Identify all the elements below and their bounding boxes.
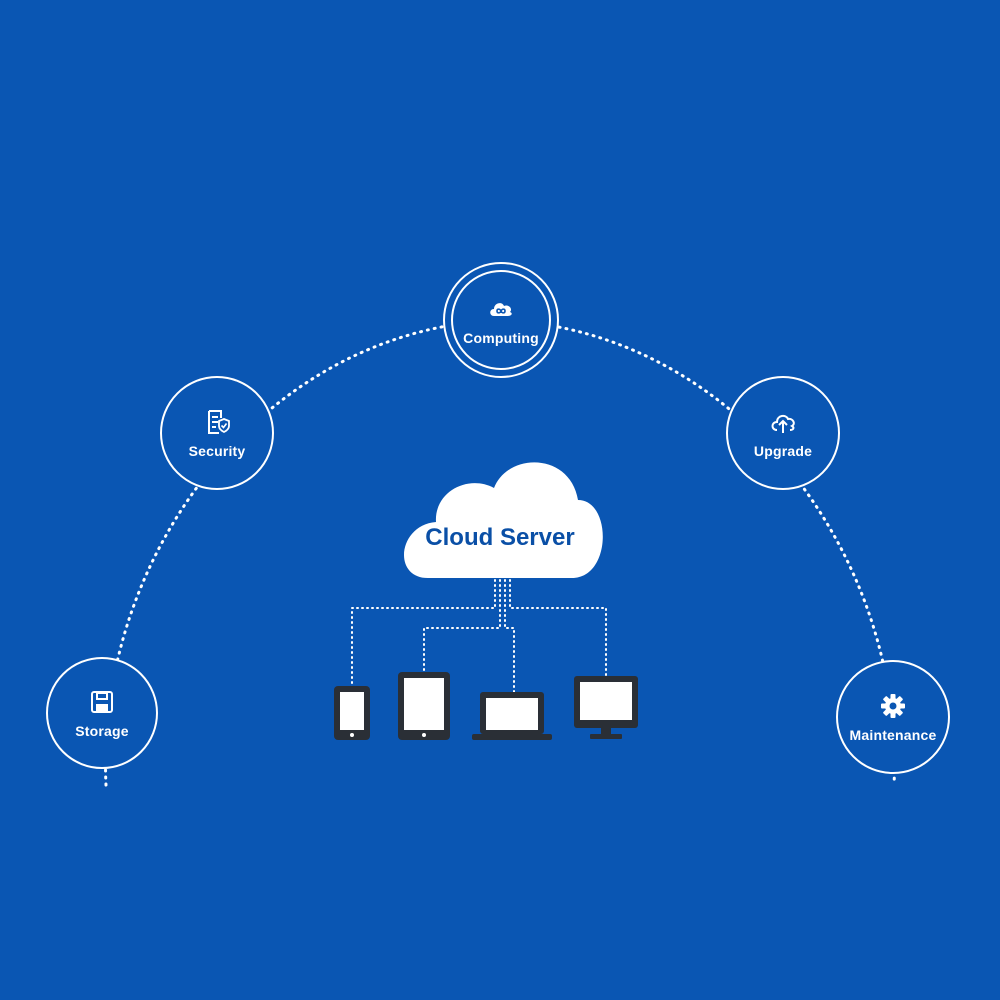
node-label-upgrade: Upgrade — [753, 443, 813, 459]
shield-document-icon — [208, 410, 230, 434]
node-maintenance[interactable]: Maintenance — [836, 660, 950, 774]
monitor-icon — [574, 676, 638, 739]
cloud-server-label: Cloud Server — [425, 524, 575, 551]
cloud-icon — [404, 462, 603, 578]
device-connectors — [351, 579, 607, 693]
floppy-disk-icon — [91, 691, 113, 713]
gear-icon — [881, 694, 905, 718]
node-label-maintenance: Maintenance — [849, 727, 937, 743]
node-label-storage: Storage — [75, 723, 129, 739]
node-storage[interactable]: Storage — [46, 657, 158, 769]
node-label-security: Security — [188, 443, 246, 459]
laptop-icon — [472, 692, 552, 740]
cloud-upload-icon — [771, 414, 795, 433]
smartphone-icon — [334, 686, 370, 740]
tablet-icon — [398, 672, 450, 740]
node-computing[interactable]: Computing — [443, 262, 559, 378]
computing-inner-ring — [451, 270, 551, 370]
node-upgrade[interactable]: Upgrade — [726, 376, 840, 490]
arc-connector — [103, 318, 897, 787]
node-security[interactable]: Security — [160, 376, 274, 490]
